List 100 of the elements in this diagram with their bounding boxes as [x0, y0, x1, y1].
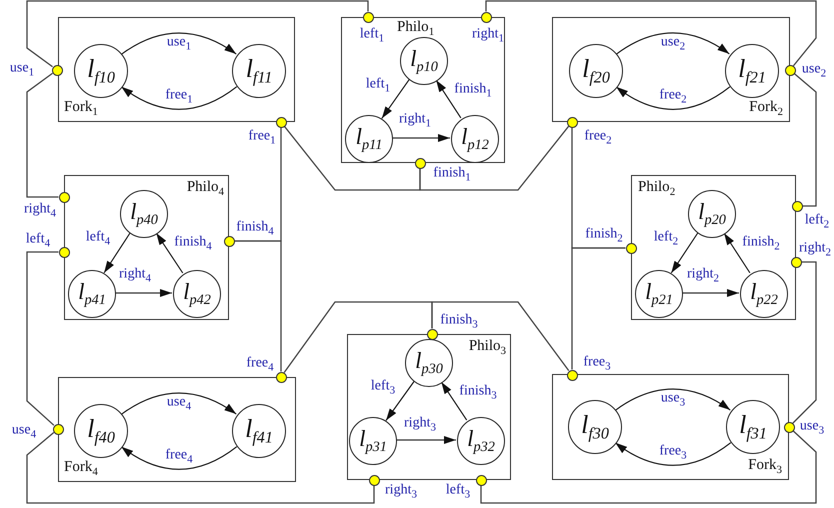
- port-label: left$_{4}$: [26, 232, 50, 250]
- port-label: right$_{3}$: [385, 484, 417, 500]
- port-dot: [626, 242, 636, 254]
- port-dot: [52, 424, 64, 434]
- state-circle: [688, 190, 736, 238]
- arrow: [104, 232, 130, 274]
- port-dot: [276, 372, 286, 382]
- state-label: l$_{p30}$: [415, 349, 443, 377]
- state-label: l$_{f10}$: [87, 56, 115, 86]
- component-box: [341, 17, 505, 163]
- port-label: use$_{1}$: [10, 62, 34, 78]
- port-label: left$_{2}$: [804, 214, 830, 230]
- arrow: [724, 232, 750, 274]
- component-name: Philo$_{2}$: [638, 180, 676, 198]
- port-dot: [480, 12, 492, 22]
- component-name: Fork$_{1}$: [64, 100, 98, 118]
- connector-line: [26, 251, 58, 426]
- connector-line: [571, 247, 626, 370]
- edge-label: use$_{1}$: [166, 36, 192, 52]
- edge-label: right$_{2}$: [687, 268, 719, 284]
- port-dot: [790, 256, 802, 268]
- state-circle: [232, 404, 286, 458]
- state-label: l$_{p21}$: [645, 280, 673, 308]
- port-dot: [52, 64, 62, 76]
- state-circle: [74, 44, 128, 98]
- arrow: [120, 446, 238, 470]
- state-circle: [740, 270, 788, 318]
- state-circle: [726, 400, 780, 454]
- port-label: finish$_{2}$: [585, 228, 623, 244]
- state-circle: [232, 44, 286, 98]
- arrow: [386, 381, 414, 421]
- state-label: l$_{f31}$: [739, 412, 767, 442]
- state-circle: [173, 270, 221, 318]
- edge-label: right$_{1}$: [399, 112, 431, 130]
- port-dot: [276, 116, 286, 128]
- connector-line: [26, 0, 369, 68]
- port-label: right$_{2}$: [799, 242, 831, 258]
- arrow: [396, 436, 456, 444]
- component-box: [552, 17, 790, 122]
- state-circle: [405, 339, 453, 387]
- port-dot: [566, 370, 578, 380]
- edge-label: left$_{1}$: [366, 78, 390, 94]
- component-name: Philo$_{3}$: [468, 339, 506, 357]
- connector-line: [284, 126, 421, 191]
- port-label: use$_{3}$: [800, 420, 824, 436]
- edge-label: right$_{4}$: [119, 268, 151, 284]
- edge-label: left$_{3}$: [370, 380, 396, 396]
- edge-label: use$_{2}$: [660, 36, 686, 52]
- component-box: [347, 334, 511, 480]
- edge-label: free$_{1}$: [165, 88, 193, 106]
- component-name: Fork$_{4}$: [64, 460, 98, 478]
- component-name: Philo$_{4}$: [186, 180, 224, 198]
- arrow: [616, 32, 730, 54]
- port-label: use$_{4}$: [12, 424, 36, 440]
- connector-line: [234, 240, 282, 372]
- port-label: free$_{3}$: [583, 356, 611, 372]
- edge-label: finish$_{4}$: [174, 236, 212, 252]
- state-label: l$_{p42}$: [183, 280, 211, 308]
- port-dot: [784, 64, 796, 76]
- component-box: [552, 374, 789, 480]
- port-dot: [58, 192, 70, 202]
- state-label: l$_{p12}$: [461, 125, 489, 153]
- port-dot: [476, 474, 486, 486]
- edge-label: free$_{4}$: [165, 448, 193, 466]
- state-label: l$_{p32}$: [467, 427, 495, 455]
- component-box: [58, 17, 295, 122]
- edge-label: finish$_{3}$: [459, 384, 497, 402]
- connector-line: [26, 432, 375, 504]
- component-box: [58, 377, 296, 482]
- port-label: left$_{1}$: [360, 28, 384, 44]
- connector-line: [419, 126, 570, 191]
- edge-label: use$_{3}$: [660, 392, 686, 408]
- state-circle: [451, 115, 499, 163]
- connector-line: [480, 430, 817, 504]
- connector-line: [26, 72, 58, 198]
- state-label: l$_{p10}$: [410, 47, 438, 75]
- port-label: finish$_{3}$: [440, 314, 478, 330]
- arrow: [436, 80, 462, 118]
- state-circle: [120, 190, 168, 238]
- arrow: [392, 134, 450, 142]
- state-label: l$_{f30}$: [581, 412, 609, 442]
- state-circle: [568, 400, 622, 454]
- state-label: l$_{p20}$: [698, 200, 726, 228]
- state-label: l$_{f41}$: [245, 416, 273, 446]
- edge-label: finish$_{1}$: [454, 82, 492, 100]
- connector-line: [794, 73, 817, 207]
- edge-label: free$_{2}$: [659, 88, 687, 106]
- port-label: free$_{4}$: [246, 356, 274, 374]
- state-label: l$_{p22}$: [750, 280, 778, 308]
- arrow: [115, 289, 172, 297]
- state-label: l$_{p41}$: [78, 280, 106, 308]
- state-circle: [345, 115, 393, 163]
- state-circle: [457, 417, 505, 465]
- component-name: Philo$_{1}$: [397, 20, 434, 38]
- arrow: [440, 382, 468, 420]
- state-label: l$_{p11}$: [356, 125, 382, 153]
- port-dot: [792, 200, 802, 212]
- edge-label: right$_{3}$: [404, 416, 436, 434]
- component-name: Fork$_{3}$: [748, 458, 782, 476]
- state-circle: [68, 270, 116, 318]
